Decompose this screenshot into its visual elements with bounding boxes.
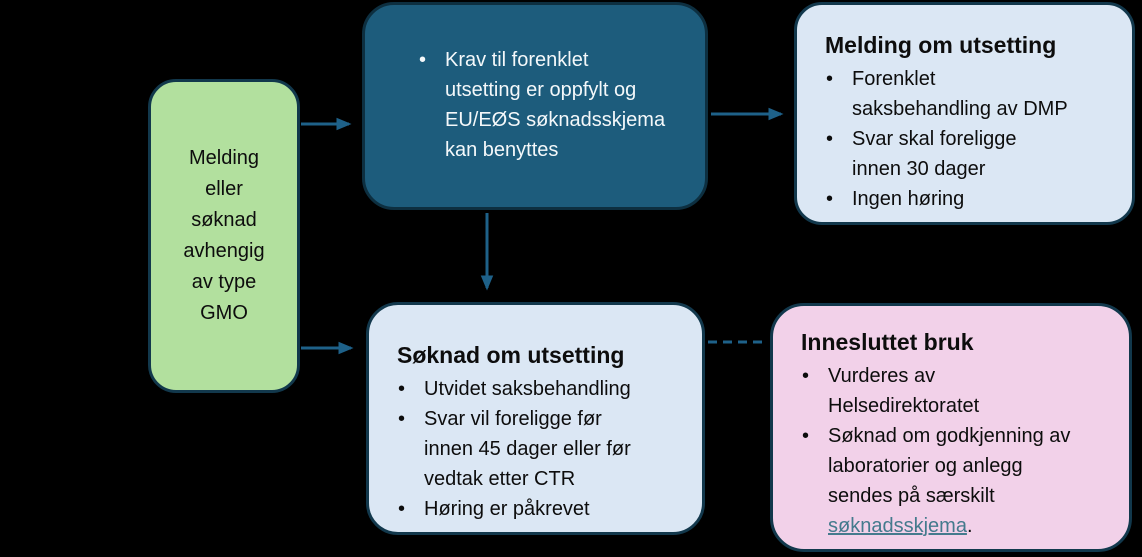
criteria-bullet-list: Krav til forenklet utsetting er oppfylt … — [393, 45, 687, 165]
melding-om-utsetting-node: Melding om utsetting Forenklet saksbehan… — [794, 2, 1135, 225]
start-node-text: Melding eller søknad avhengig av type GM… — [183, 147, 265, 324]
link-bullet-post-text: . — [966, 515, 973, 537]
list-item: Vurderes av Helsedirektoratet — [801, 361, 1117, 421]
list-item: Svar skal foreligge innen 30 dager — [825, 124, 1116, 184]
innesluttet-bullet-list: Vurderes av HelsedirektoratetSøknad om g… — [773, 361, 1117, 541]
melding-bullet-list: Forenklet saksbehandling av DMPSvar skal… — [797, 64, 1116, 214]
criteria-node: Krav til forenklet utsetting er oppfylt … — [362, 2, 708, 210]
innesluttet-bruk-title: Innesluttet bruk — [801, 329, 974, 355]
melding-om-utsetting-title: Melding om utsetting — [825, 32, 1057, 58]
list-item: Utvidet saksbehandling — [397, 374, 692, 404]
link-bullet-pre-text: Søknad om godkjenning av laboratorier og… — [828, 425, 1071, 507]
soknad-om-utsetting-node: Søknad om utsetting Utvidet saksbehandli… — [366, 302, 705, 535]
list-item: Høring er påkrevet — [397, 494, 692, 524]
soknad-om-utsetting-title: Søknad om utsetting — [397, 342, 625, 368]
list-item: Svar vil foreligge før innen 45 dager el… — [397, 404, 692, 494]
start-node: Melding eller søknad avhengig av type GM… — [148, 79, 300, 393]
soknad-bullet-list: Utvidet saksbehandlingSvar vil foreligge… — [369, 374, 692, 524]
soknadsskjema-link[interactable]: søknadsskjema — [828, 515, 967, 537]
list-item: Søknad om godkjenning av laboratorier og… — [801, 421, 1117, 541]
list-item: Forenklet saksbehandling av DMP — [825, 64, 1116, 124]
innesluttet-bruk-node: Innesluttet bruk Vurderes av Helsedirekt… — [770, 303, 1132, 552]
list-item: Krav til forenklet utsetting er oppfylt … — [418, 45, 687, 165]
list-item: Ingen høring — [825, 184, 1116, 214]
